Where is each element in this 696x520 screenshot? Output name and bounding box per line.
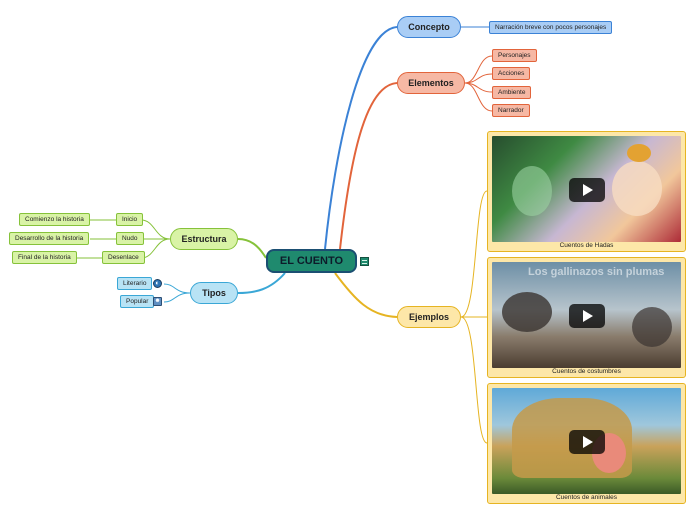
video-card-costumbres[interactable]: Los gallinazos sin plumas Cuentos de cos… [487, 257, 686, 378]
tipo-popular[interactable]: Popular [120, 295, 155, 308]
elemento-personajes[interactable]: Personajes [492, 49, 537, 62]
globe-icon: ◐ [153, 279, 162, 288]
link-tipos [237, 272, 286, 294]
elemento-narrador[interactable]: Narrador [492, 104, 530, 117]
detalle-desenlace[interactable]: Final de la historia [12, 251, 77, 264]
link-concepto [324, 26, 398, 250]
topic-concepto[interactable]: Concepto [397, 16, 461, 38]
play-icon[interactable] [569, 178, 605, 202]
people-icon: ☻ [153, 297, 162, 306]
video-caption: Cuentos de costumbres [552, 368, 621, 375]
note-icon[interactable] [360, 257, 369, 266]
topic-ejemplos[interactable]: Ejemplos [397, 306, 461, 328]
link-estructura [237, 238, 267, 259]
topic-ejemplos-label: Ejemplos [408, 312, 449, 322]
video-caption: Cuentos de Hadas [559, 242, 614, 249]
estructura-inicio[interactable]: Inicio [116, 213, 144, 226]
estructura-nudo[interactable]: Nudo [116, 232, 144, 245]
topic-tipos[interactable]: Tipos [190, 282, 238, 304]
play-icon[interactable] [569, 430, 605, 454]
topic-concepto-label: Concepto [408, 22, 450, 32]
topic-tipos-label: Tipos [202, 288, 226, 298]
detalle-nudo[interactable]: Desarrollo de la historia [9, 232, 90, 245]
video-caption: Cuentos de animales [555, 494, 618, 501]
video-thumbnail[interactable]: Los gallinazos sin plumas [492, 262, 681, 368]
video-thumbnail[interactable] [492, 388, 681, 494]
link-elementos [339, 82, 398, 250]
root-label: EL CUENTO [279, 255, 344, 267]
root-topic[interactable]: EL CUENTO [266, 249, 357, 273]
elemento-acciones[interactable]: Acciones [492, 67, 531, 80]
play-icon[interactable] [569, 304, 605, 328]
elemento-ambiente[interactable]: Ambiente [492, 86, 532, 99]
topic-estructura[interactable]: Estructura [170, 228, 238, 250]
video-title: Los gallinazos sin plumas [528, 266, 665, 278]
link-ejemplos [334, 272, 398, 318]
topic-elementos-label: Elementos [408, 78, 454, 88]
estructura-desenlace[interactable]: Desenlace [102, 251, 145, 264]
tipo-literario[interactable]: Literario [117, 277, 153, 290]
topic-estructura-label: Estructura [181, 234, 227, 244]
concepto-definition[interactable]: Narración breve con pocos personajes [489, 21, 613, 34]
topic-elementos[interactable]: Elementos [397, 72, 465, 94]
video-thumbnail[interactable] [492, 136, 681, 242]
video-card-hadas[interactable]: Cuentos de Hadas [487, 131, 686, 252]
video-card-animales[interactable]: Cuentos de animales [487, 383, 686, 504]
detalle-inicio[interactable]: Comienzo la historia [19, 213, 90, 226]
